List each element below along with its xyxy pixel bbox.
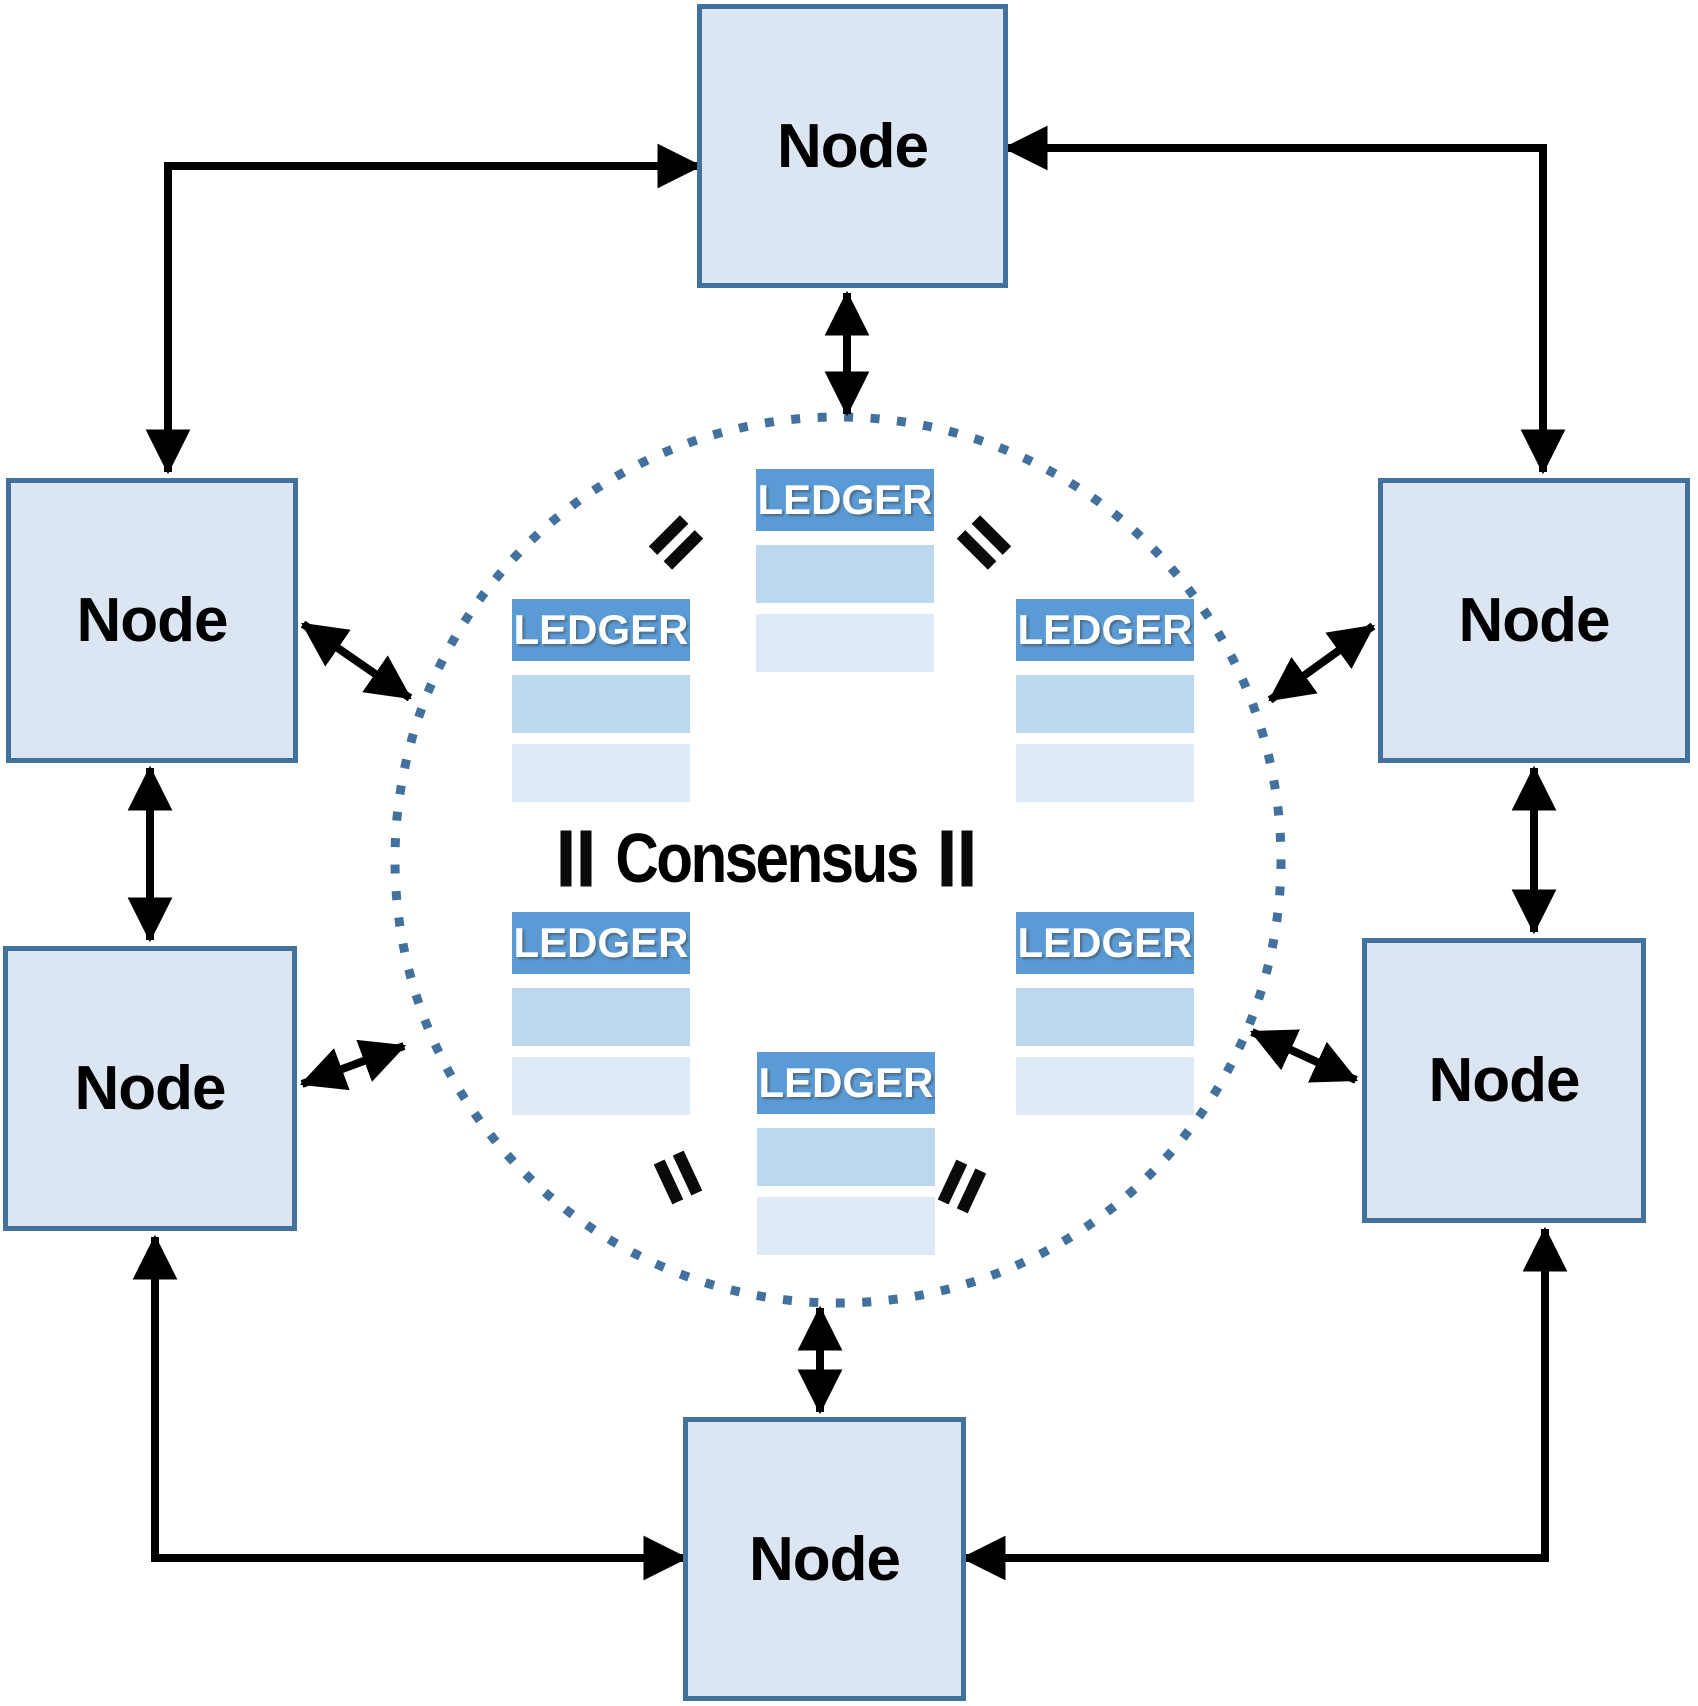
ledger-row-filled xyxy=(1016,675,1194,733)
equals-sign-middle-left xyxy=(560,830,592,887)
ledger-row-filled xyxy=(512,675,690,733)
ledger-row-empty xyxy=(1016,1057,1194,1115)
connector-left-lower-node-to-circle xyxy=(299,1039,407,1091)
node-label: Node xyxy=(1428,1046,1581,1115)
equals-bar xyxy=(560,830,572,887)
connector-top-node-to-right-upper-node xyxy=(1002,125,1566,475)
equals-bar xyxy=(961,830,973,887)
ledger-row-empty xyxy=(512,744,690,802)
equals-bar xyxy=(580,830,592,887)
node-label: Node xyxy=(777,111,929,181)
node-box-left-upper: Node xyxy=(6,478,298,763)
ledger-bottom: LEDGER xyxy=(757,1052,935,1255)
connector-bottom-node-to-right-lower-node xyxy=(960,1226,1568,1581)
node-box-bottom: Node xyxy=(683,1417,966,1701)
connector-right-upper-node-to-circle xyxy=(1267,622,1376,704)
node-label: Node xyxy=(76,586,229,655)
ledger-title: LEDGER xyxy=(1016,912,1194,974)
consensus-label: Consensus xyxy=(615,819,919,897)
node-box-right-upper: Node xyxy=(1378,478,1690,763)
ledger-title: LEDGER xyxy=(756,469,934,531)
ledger-lower-right: LEDGER xyxy=(1016,912,1194,1115)
ledger-row-empty xyxy=(757,1197,935,1255)
equals-sign-middle-right xyxy=(941,830,973,887)
connector-left-upper-node-to-circle xyxy=(300,620,413,702)
ledger-row-filled xyxy=(756,545,934,603)
ledger-upper-left: LEDGER xyxy=(512,599,690,802)
ledger-title: LEDGER xyxy=(1016,599,1194,661)
ledger-title: LEDGER xyxy=(512,912,690,974)
node-box-top: Node xyxy=(697,4,1008,288)
node-label: Node xyxy=(1458,586,1611,655)
connector-bottom-node-to-left-lower-node xyxy=(132,1234,689,1581)
node-label: Node xyxy=(74,1054,227,1123)
consensus-circle-boundary xyxy=(390,412,1286,1308)
ledger-upper-right: LEDGER xyxy=(1016,599,1194,802)
connector-right-lower-node-to-circle xyxy=(1249,1028,1359,1084)
ledger-top: LEDGER xyxy=(756,469,934,672)
ledger-row-empty xyxy=(512,1057,690,1115)
ledger-row-filled xyxy=(757,1128,935,1186)
ledger-row-empty xyxy=(756,614,934,672)
node-label: Node xyxy=(749,1524,901,1594)
ledger-title: LEDGER xyxy=(757,1052,935,1114)
connector-top-node-to-left-upper-node xyxy=(145,143,703,475)
ledger-lower-left: LEDGER xyxy=(512,912,690,1115)
equals-bar xyxy=(941,830,953,887)
ledger-title: LEDGER xyxy=(512,599,690,661)
ledger-row-filled xyxy=(1016,988,1194,1046)
ledger-row-empty xyxy=(1016,744,1194,802)
ledger-row-filled xyxy=(512,988,690,1046)
node-box-left-lower: Node xyxy=(3,946,297,1231)
node-box-right-lower: Node xyxy=(1362,938,1646,1223)
